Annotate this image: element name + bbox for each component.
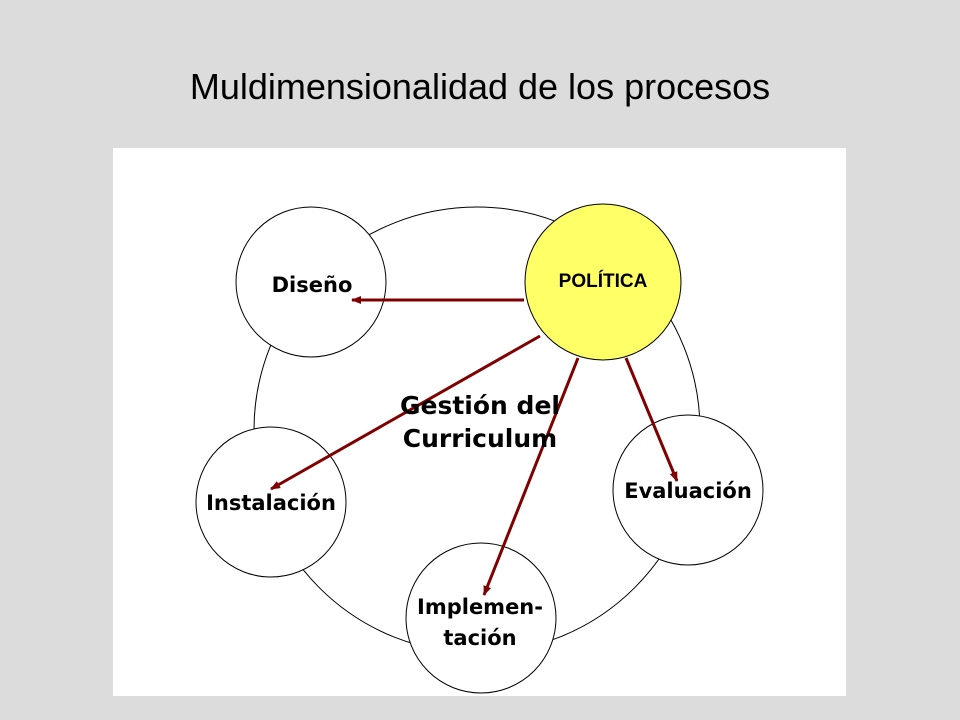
arrow-to-instalacion bbox=[270, 334, 541, 491]
node-politica-circle bbox=[524, 203, 682, 361]
center-label-line2: Curriculum bbox=[403, 424, 557, 453]
arrow-to-implementacion bbox=[482, 357, 580, 596]
node-implementacion-circle bbox=[405, 542, 557, 694]
node-instalacion-label: Instalación bbox=[206, 491, 336, 515]
node-diseno-circle bbox=[235, 206, 387, 358]
node-implementacion-label-line2: tación bbox=[443, 626, 516, 650]
node-evaluacion-label: Evaluación bbox=[624, 479, 752, 503]
node-implementacion-label-line1: Implemen- bbox=[417, 595, 543, 619]
node-politica-label: POLÍTICA bbox=[559, 270, 648, 292]
center-label-line1: Gestión del bbox=[400, 391, 560, 420]
node-diseno-label: Diseño bbox=[272, 273, 353, 297]
arrow-to-evaluacion bbox=[624, 357, 679, 482]
node-evaluacion-circle bbox=[612, 414, 764, 566]
node-instalacion-circle bbox=[195, 426, 347, 578]
slide-title: Muldimensionalidad de los procesos bbox=[189, 66, 771, 107]
